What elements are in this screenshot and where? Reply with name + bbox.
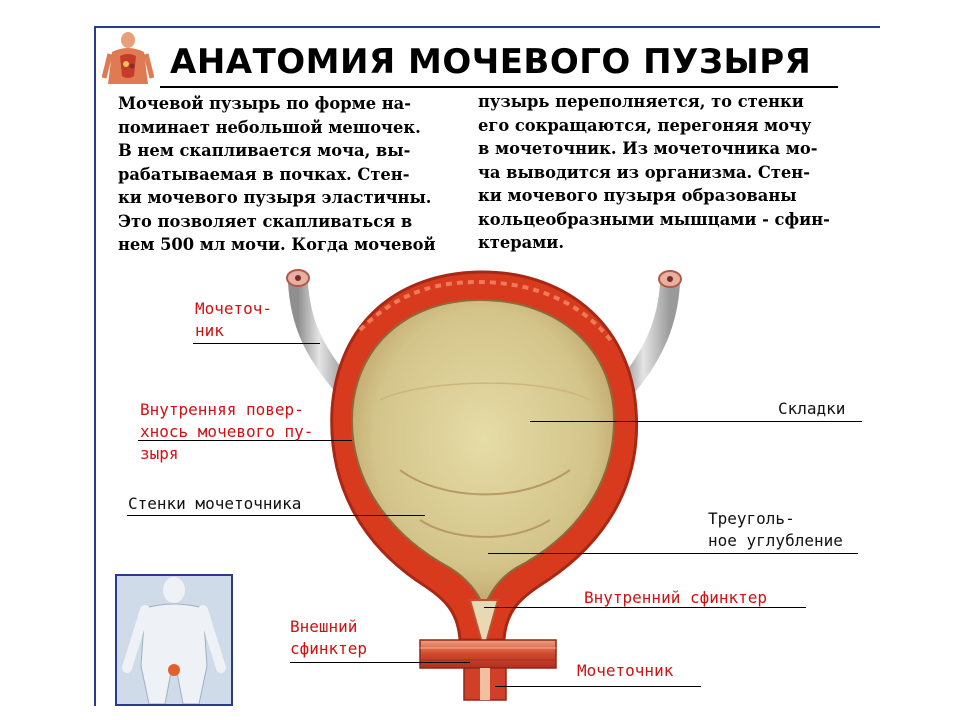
label-inner-surface: Внутренняя повер- хнось мочевого пу- зыр… — [140, 400, 314, 463]
label-folds: Складки — [778, 399, 846, 418]
leader-external-sphincter — [290, 662, 470, 663]
label-urethra: Мочеточник — [577, 661, 674, 680]
leader-urethra — [495, 686, 701, 687]
label-external-sphincter: Внешний сфинктер — [290, 617, 368, 658]
leader-triangular — [488, 553, 858, 554]
leader-ureter — [193, 343, 320, 344]
body-location-thumbnail — [115, 574, 233, 706]
text-paragraph-right: пузырь переполняется, то стенки его сокр… — [478, 92, 830, 252]
text-paragraph-left: Мочевой пузырь по форме на- поминает неб… — [118, 94, 436, 254]
leader-folds — [530, 421, 862, 422]
left-ureter-tube — [288, 272, 355, 398]
page-title: АНАТОМИЯ МОЧЕВОГО ПУЗЫРЯ — [170, 42, 812, 82]
label-ureter: Мочеточ- ник — [195, 299, 273, 340]
label-walls: Стенки мочеточника — [128, 494, 302, 513]
leader-internal-sphincter — [484, 607, 806, 608]
label-triangular-depression: Треуголь- ное углубление — [708, 509, 843, 550]
human-anatomy-icon — [102, 32, 154, 84]
internal-sphincter-shape — [468, 599, 500, 654]
title-underline — [160, 86, 838, 88]
frame-left-border — [94, 26, 96, 706]
external-sphincter-band — [419, 639, 557, 669]
leader-inner-surface — [138, 440, 352, 441]
leader-walls — [127, 515, 425, 516]
body-silhouette-icon — [122, 577, 226, 704]
frame-top-border — [94, 26, 880, 28]
label-internal-sphincter: Внутренний сфинктер — [584, 588, 768, 607]
